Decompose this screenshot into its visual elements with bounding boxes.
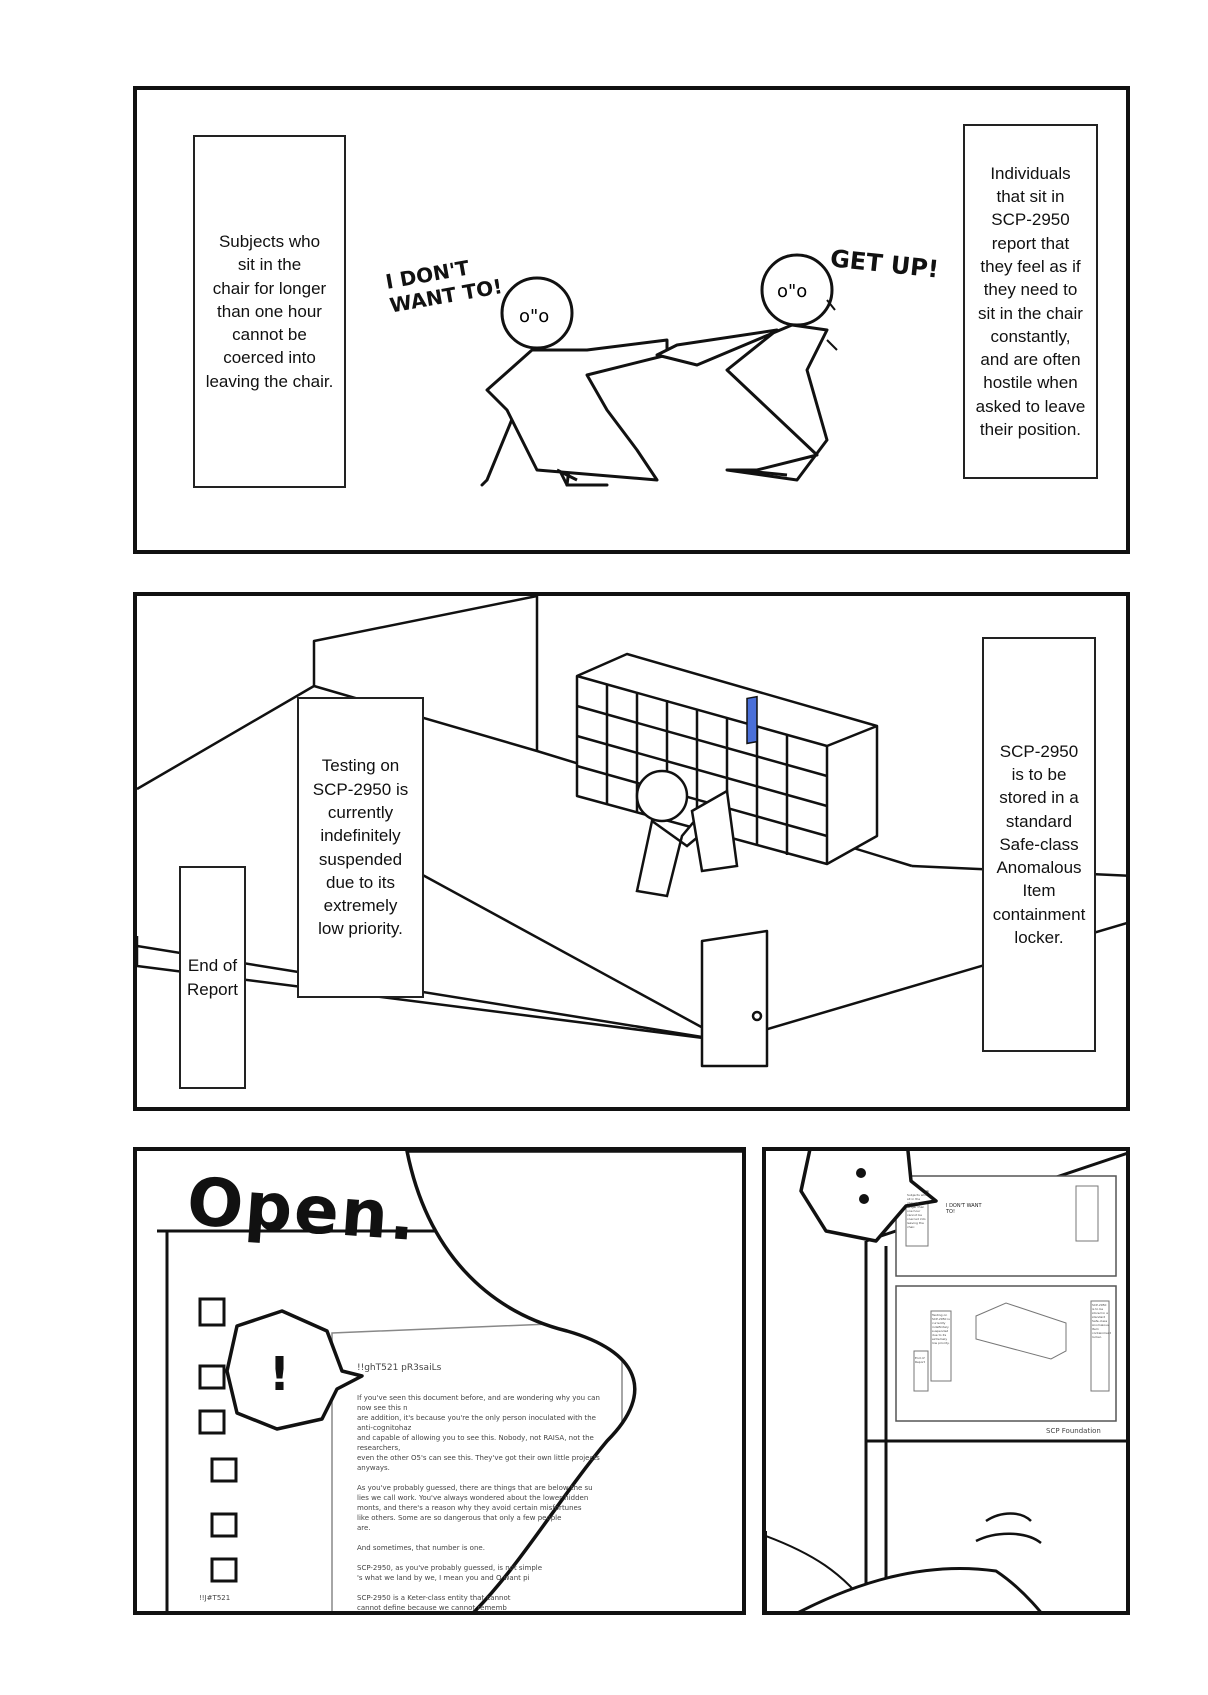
mini-caption-coercion: Subjects who sit in the chair for longer… <box>907 1193 927 1229</box>
screen-footer: SCP Foundation <box>1046 1427 1101 1435</box>
mini-speech: I DON'T WANT TO! <box>946 1203 982 1215</box>
mini-caption-end: End of Report <box>915 1356 925 1364</box>
document-title: !!ghT521 pR3saiLs <box>357 1363 442 1373</box>
bubble-ellipsis: ... <box>830 1100 831 1101</box>
storage-room-illustration <box>137 596 1126 1068</box>
desktop-icon-label: !!J#T521 <box>199 1594 231 1602</box>
caption-hostility: Individuals that sit in SCP-2950 report … <box>963 124 1098 479</box>
screen-comic-illustration <box>766 1151 1126 1611</box>
panel-storage-room: Testing on SCP-2950 is currently indefin… <box>133 592 1130 1111</box>
panel-chair-struggle: o"o o"o Subjects who sit in the chair fo… <box>133 86 1130 554</box>
bubble-exclamation: ! <box>269 1347 290 1401</box>
mini-caption-storage: SCP-2950 is to be stored in a standard S… <box>1092 1303 1111 1339</box>
svg-text:o"o: o"o <box>519 306 549 327</box>
caption-storage-locker: SCP-2950 is to be stored in a standard S… <box>982 637 1096 1052</box>
panel-computer-open: Open. ! !!ghT521 pR3saiLs If you've seen… <box>133 1147 746 1615</box>
chair-struggle-illustration: o"o o"o <box>480 253 838 487</box>
panel-screen-comic: Subjects who sit in the chair for longer… <box>762 1147 1130 1615</box>
mini-caption-testing: Testing on SCP-2950 is currently indefin… <box>932 1313 950 1345</box>
monitor-desktop-illustration <box>157 1151 742 1611</box>
svg-text:o"o: o"o <box>777 281 807 302</box>
caption-coercion: Subjects who sit in the chair for longer… <box>193 135 346 488</box>
caption-end-of-report: End of Report <box>179 866 246 1089</box>
document-body: If you've seen this document before, and… <box>357 1394 600 1612</box>
caption-testing-suspended: Testing on SCP-2950 is currently indefin… <box>297 697 424 998</box>
sfx-open: Open. <box>184 1163 420 1256</box>
